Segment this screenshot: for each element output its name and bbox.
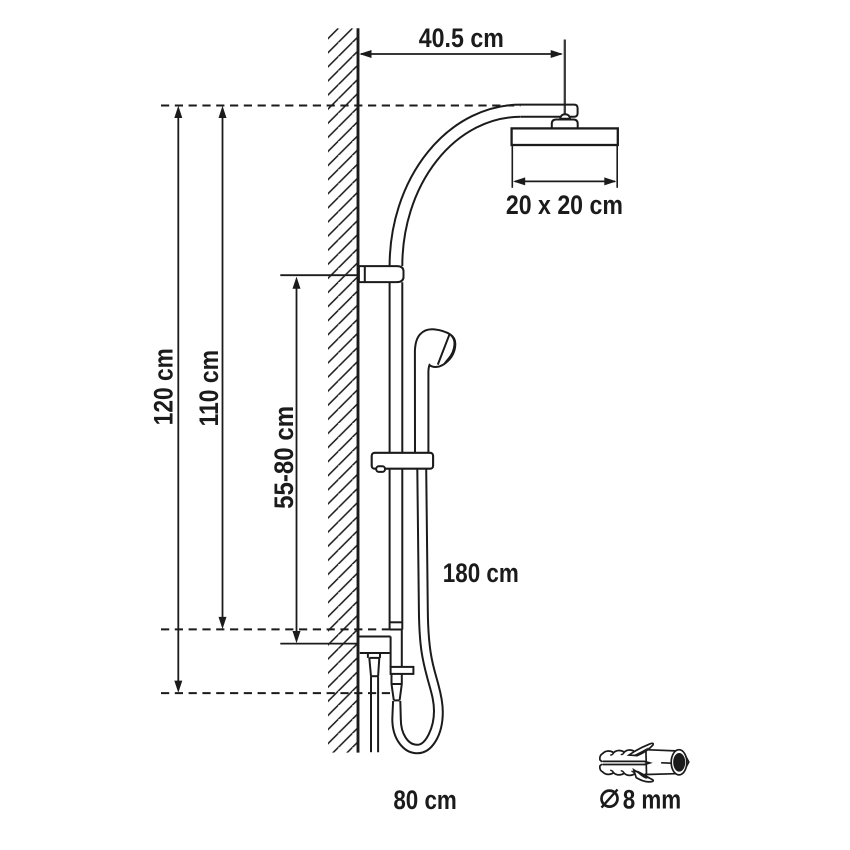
svg-text:110 cm: 110 cm: [194, 350, 224, 427]
svg-text:40.5 cm: 40.5 cm: [419, 23, 504, 53]
svg-text:55-80 cm: 55-80 cm: [269, 406, 299, 509]
svg-text:180 cm: 180 cm: [443, 558, 519, 588]
svg-text:120 cm: 120 cm: [149, 348, 179, 425]
svg-text:8 mm: 8 mm: [623, 784, 682, 814]
svg-text:80 cm: 80 cm: [393, 785, 457, 815]
svg-text:20 x 20 cm: 20 x 20 cm: [506, 190, 623, 220]
